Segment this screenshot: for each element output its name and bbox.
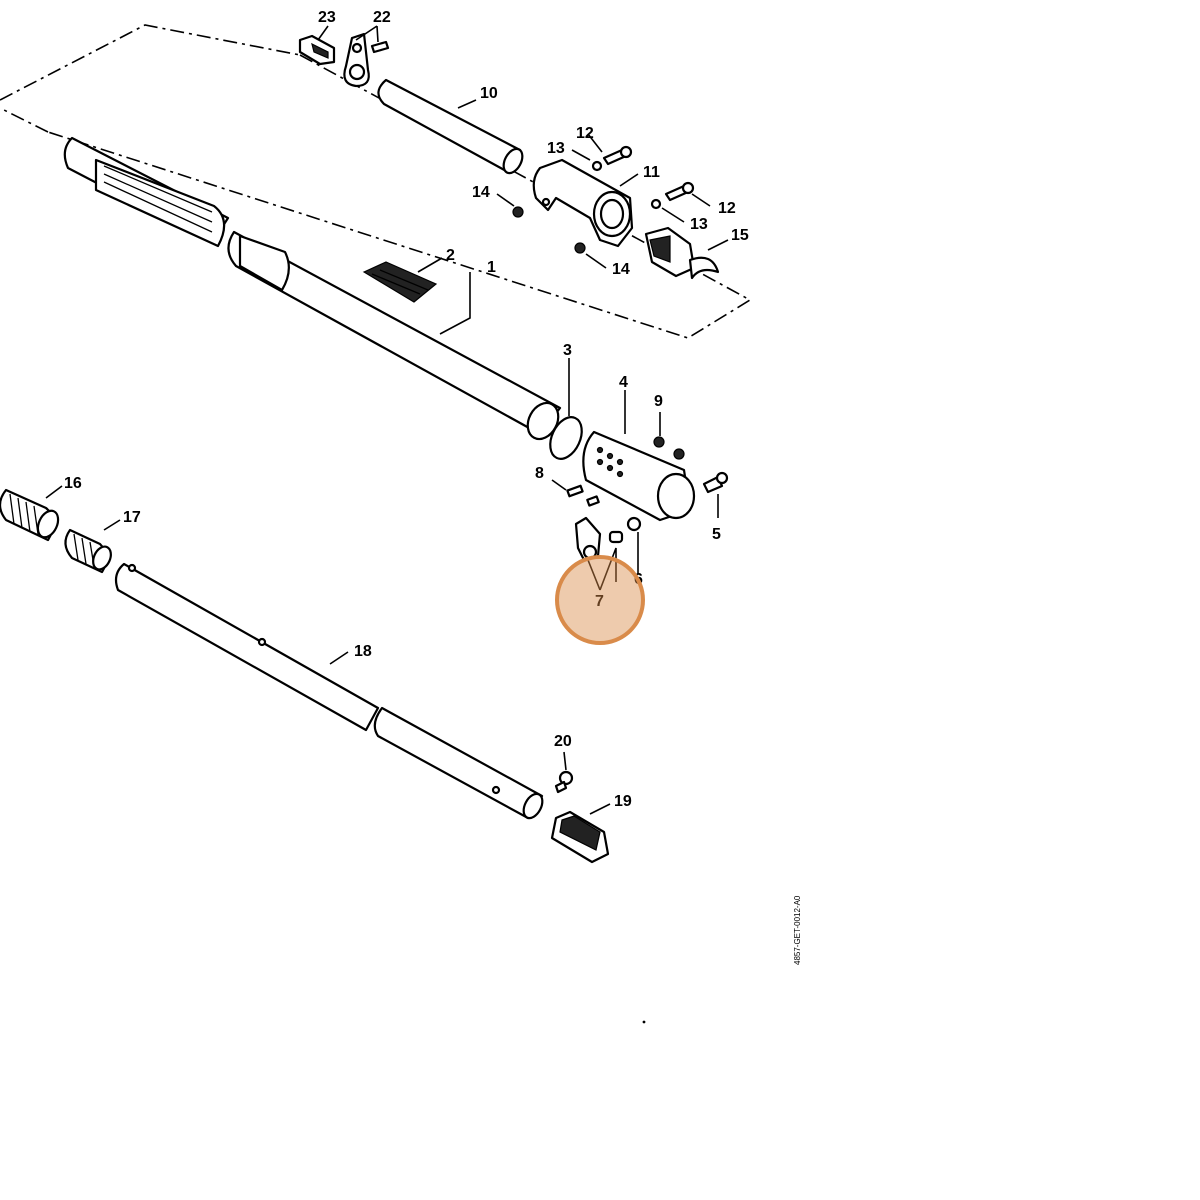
part-label-13-lower[interactable]: 13 bbox=[690, 216, 708, 233]
drive-tube-part bbox=[63, 136, 562, 441]
gear-housing-part-11 bbox=[532, 158, 634, 248]
o-ring-part bbox=[549, 416, 583, 460]
drawing-reference-code: 4857-GET-0012-A0 bbox=[793, 895, 802, 965]
part-label-3[interactable]: 3 bbox=[563, 342, 572, 359]
part-label-1[interactable]: 1 bbox=[487, 259, 496, 276]
part-label-2[interactable]: 2 bbox=[446, 247, 455, 264]
nut-part-9 bbox=[653, 436, 685, 460]
part-label-5[interactable]: 5 bbox=[712, 526, 721, 543]
part-label-4[interactable]: 4 bbox=[619, 374, 628, 391]
highlight-marker[interactable] bbox=[555, 555, 645, 645]
clip-part-7 bbox=[574, 516, 624, 562]
part-label-12-lower[interactable]: 12 bbox=[718, 200, 736, 217]
clip-part-23 bbox=[298, 34, 336, 66]
part-label-16[interactable]: 16 bbox=[64, 475, 82, 492]
part-label-13-upper[interactable]: 13 bbox=[547, 140, 565, 157]
part-label-19[interactable]: 19 bbox=[614, 793, 632, 810]
part-label-14-lower[interactable]: 14 bbox=[612, 261, 630, 278]
clamp-part-22 bbox=[343, 32, 390, 88]
screw-part-8 bbox=[566, 484, 600, 507]
nut-part-14-lower bbox=[574, 242, 586, 254]
screw-part-12-upper bbox=[602, 145, 633, 166]
part-label-22[interactable]: 22 bbox=[373, 9, 391, 26]
part-label-11[interactable]: 11 bbox=[643, 164, 660, 181]
sleeve-part-16 bbox=[0, 488, 60, 542]
screw-part-20 bbox=[554, 770, 574, 794]
part-label-9[interactable]: 9 bbox=[654, 393, 663, 410]
part-label-17[interactable]: 17 bbox=[123, 509, 141, 526]
part-label-10[interactable]: 10 bbox=[480, 85, 498, 102]
nut-part-14-upper bbox=[512, 206, 524, 218]
guard-part-15 bbox=[644, 226, 720, 280]
part-label-20[interactable]: 20 bbox=[554, 733, 572, 750]
part-labels: 23 22 10 12 13 11 14 12 13 15 14 2 1 3 4… bbox=[64, 9, 749, 810]
part-label-14-upper[interactable]: 14 bbox=[472, 184, 490, 201]
coupling-housing-part bbox=[582, 430, 696, 522]
part-label-7[interactable]: 7 bbox=[595, 593, 604, 610]
screw-part-5 bbox=[702, 471, 729, 494]
part-label-15[interactable]: 15 bbox=[731, 227, 749, 244]
part-label-23[interactable]: 23 bbox=[318, 9, 336, 26]
washer-part-13-upper bbox=[591, 160, 603, 172]
stray-dot bbox=[642, 1020, 646, 1024]
lower-tube-part-18 bbox=[114, 562, 544, 820]
part-label-12-upper[interactable]: 12 bbox=[576, 125, 594, 142]
shaft-tube-part-10 bbox=[377, 78, 524, 175]
ring-part-6 bbox=[626, 516, 642, 532]
leader-lines bbox=[45, 25, 729, 815]
part-label-8[interactable]: 8 bbox=[535, 465, 544, 482]
assembly-boundary-line bbox=[0, 24, 752, 339]
part-label-18[interactable]: 18 bbox=[354, 643, 372, 660]
washer-part-13-lower bbox=[650, 198, 662, 210]
handle-end-part-19 bbox=[550, 810, 610, 864]
screw-part-12-lower bbox=[664, 181, 695, 202]
label-decal-part bbox=[362, 261, 438, 303]
sleeve-part-17 bbox=[64, 528, 112, 574]
